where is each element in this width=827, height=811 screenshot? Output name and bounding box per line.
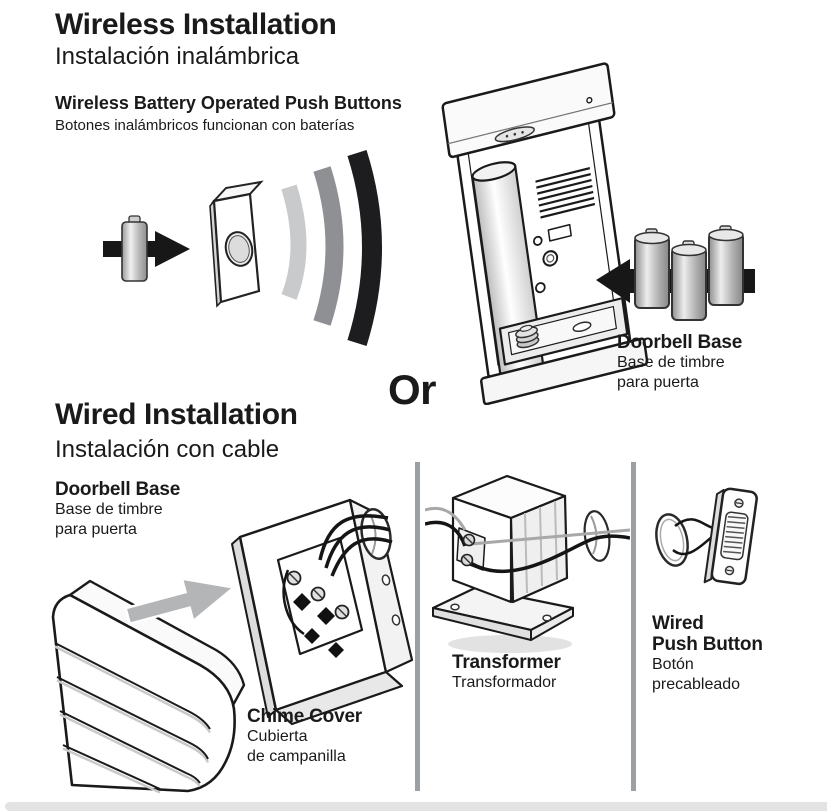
wired-push-button-label-title2: Push Button <box>652 634 763 655</box>
doorbell-base-unit <box>441 62 649 405</box>
doorbell-base-label-sub2: para puerta <box>617 374 699 391</box>
chime-cover-unit <box>51 579 246 794</box>
signal-arcs-icon <box>281 149 382 346</box>
wired-push-button-label: Wired Push Button Botón precableado <box>652 613 763 695</box>
section-divider-right <box>631 462 636 791</box>
doorbell-base-label-sub1: Base de timbre <box>617 354 725 371</box>
wireless-section-title: Wireless Installation <box>55 8 337 41</box>
terminal-screws <box>460 533 476 567</box>
wired-doorbell-base-label-sub2: para puerta <box>55 521 137 538</box>
chime-cover-label-title: Chime Cover <box>247 706 363 727</box>
wired-push-button-label-sub1: Botón <box>652 656 694 673</box>
or-label: Or <box>388 366 437 413</box>
wired-push-button-label-title1: Wired <box>652 613 704 634</box>
insert-arrow-icon <box>124 577 237 626</box>
doorbell-base-label: Doorbell Base Base de timbre para puerta <box>617 332 742 393</box>
wired-doorbell-base-label-sub1: Base de timbre <box>55 501 163 518</box>
chime-cover-label-sub1: Cubierta <box>247 728 308 745</box>
transformer-illustration <box>425 474 630 653</box>
transformer-label: Transformer Transformador <box>452 652 561 693</box>
battery-icon <box>121 215 148 282</box>
chime-cover-illustration <box>51 577 246 794</box>
doorbell-base-label-title: Doorbell Base <box>617 332 743 353</box>
wired-section-subtitle: Instalación con cable <box>55 436 280 463</box>
wired-push-button-label-sub2: precableado <box>652 676 741 693</box>
section-divider-left <box>415 462 420 791</box>
doorbell-base-illustration <box>441 62 755 405</box>
push-button-unit <box>703 487 758 586</box>
wired-doorbell-base-label-title: Doorbell Base <box>55 479 181 500</box>
wired-doorbell-base-illustration <box>231 498 414 726</box>
wireless-diagram <box>103 149 382 346</box>
chime-cover-label-sub2: de campanilla <box>247 748 346 765</box>
wireless-section-subtitle: Instalación inalámbrica <box>55 43 300 70</box>
push-button-illustration <box>209 180 264 308</box>
chime-cover-label: Chime Cover Cubierta de campanilla <box>247 706 362 767</box>
wired-base-unit <box>231 498 414 726</box>
transformer-label-sub1: Transformador <box>452 674 557 691</box>
footer-bar <box>5 802 827 811</box>
doorbell-wires <box>318 514 393 577</box>
wired-push-button-illustration <box>655 487 758 586</box>
wired-section-title: Wired Installation <box>55 398 298 431</box>
wireless-subheading: Botones inalámbricos funcionan con bater… <box>55 117 355 134</box>
wireless-heading: Wireless Battery Operated Push Buttons <box>55 93 402 113</box>
wired-doorbell-base-label: Doorbell Base Base de timbre para puerta <box>55 479 180 540</box>
batteries-icon <box>634 225 744 321</box>
transformer-label-title: Transformer <box>452 652 561 673</box>
